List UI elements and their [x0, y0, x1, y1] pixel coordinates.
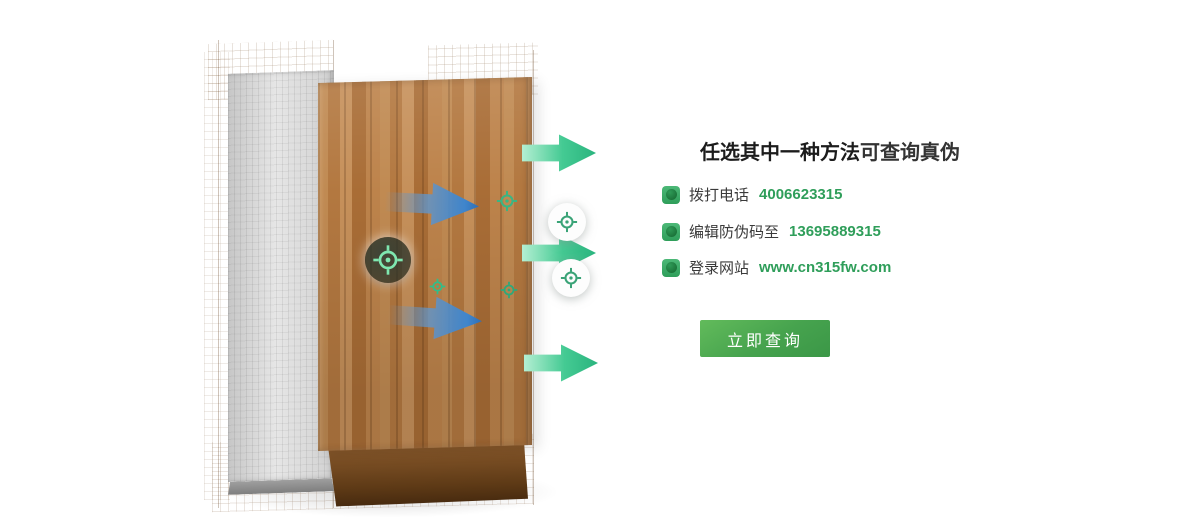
method-label: 登录网站 — [689, 260, 750, 277]
wood-board-bottom-edge — [324, 441, 528, 507]
method-item-website: 登录网站 www.cn315fw.com — [662, 257, 891, 278]
construction-line — [533, 50, 534, 505]
method-value: www.cn315fw.com — [759, 259, 892, 276]
crosshair-target-icon — [429, 278, 446, 295]
method-label: 编辑防伪码至 — [689, 224, 780, 241]
method-item-phone: 拨打电话 4006623315 — [662, 184, 842, 205]
method-item-sms: 编辑防伪码至 13695889315 — [662, 221, 881, 242]
green-globe-icon — [662, 185, 680, 204]
method-value: 4006623315 — [759, 186, 843, 203]
green-globe-icon — [662, 222, 680, 241]
title-rest: 可查询真伪 — [860, 142, 960, 164]
crosshair-target-icon — [548, 203, 586, 241]
wood-board — [318, 77, 532, 451]
construction-line — [218, 40, 219, 508]
crosshair-target-icon — [552, 259, 590, 297]
crosshair-target-icon — [365, 237, 411, 283]
method-value: 13695889315 — [789, 223, 881, 240]
green-globe-icon — [662, 258, 680, 277]
board-illustration — [200, 39, 630, 518]
query-now-button[interactable]: 立即查询 — [700, 320, 830, 357]
method-label: 拨打电话 — [689, 187, 750, 204]
title-strong: 任选其中一种方法 — [700, 142, 860, 164]
arrow-right-icon — [524, 344, 598, 382]
crosshair-target-icon — [500, 281, 518, 299]
crosshair-target-icon — [496, 190, 518, 212]
wireframe-mesh — [204, 52, 230, 500]
panel-title: 任选其中一种方法可查询真伪 — [700, 140, 960, 166]
verification-panel: 任选其中一种方法可查询真伪 拨打电话 4006623315 编辑防伪码至 13695… — [662, 140, 1092, 390]
